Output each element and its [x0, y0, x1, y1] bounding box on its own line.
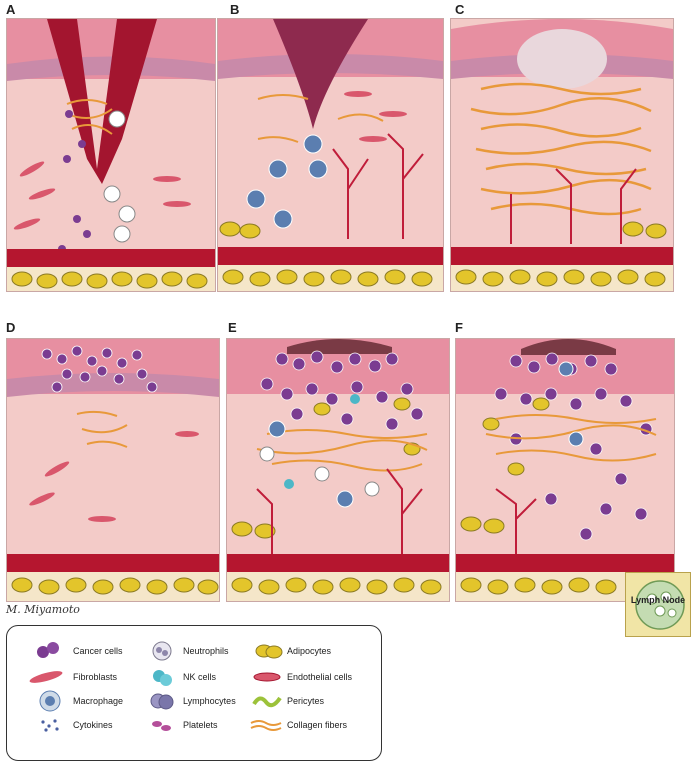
adipocytes-icon: [255, 644, 283, 659]
legend-label-pericytes: Pericytes: [287, 696, 325, 706]
pericytes-icon: [252, 696, 282, 708]
lymph-node-label: Lymph Node: [630, 595, 686, 605]
cancer-cells-icon: [37, 642, 59, 658]
platelets-icon: [152, 721, 171, 731]
lymph-node-icon: [635, 580, 685, 630]
panel-e: [226, 338, 450, 602]
fibroblasts-icon: [29, 671, 63, 683]
panel-a-label: A: [6, 2, 16, 17]
legend: Cancer cells Neutrophils Adipocytes Fibr…: [6, 625, 382, 761]
panel-c-illustration: [451, 19, 673, 291]
panel-b-illustration: [218, 19, 443, 291]
panel-e-label: E: [228, 320, 237, 335]
panel-f-illustration: [456, 339, 674, 601]
legend-label-fibroblasts: Fibroblasts: [73, 672, 118, 682]
macrophage-icon: [39, 690, 61, 712]
panel-a-illustration: [7, 19, 215, 291]
panel-f-label: F: [455, 320, 463, 335]
legend-label-endothelial-cells: Endothelial cells: [287, 672, 353, 682]
legend-label-collagen-fibers: Collagen fibers: [287, 720, 348, 730]
panel-f: [455, 338, 675, 602]
legend-label-nk-cells: NK cells: [183, 672, 217, 682]
endothelial-cells-icon: [253, 672, 281, 682]
legend-label-cancer-cells: Cancer cells: [73, 646, 123, 656]
panel-d-illustration: [7, 339, 219, 601]
artist-signature: M. Miyamoto: [6, 603, 80, 616]
panel-b: [217, 18, 444, 292]
lymphocytes-icon: [150, 693, 174, 710]
legend-label-neutrophils: Neutrophils: [183, 646, 229, 656]
legend-label-lymphocytes: Lymphocytes: [183, 696, 236, 706]
legend-label-adipocytes: Adipocytes: [287, 646, 332, 656]
legend-label-macrophage: Macrophage: [73, 696, 124, 706]
panel-d-label: D: [6, 320, 16, 335]
nk-cells-icon: [153, 670, 172, 686]
panel-d: [6, 338, 220, 602]
legend-label-cytokines: Cytokines: [73, 720, 113, 730]
neutrophils-icon: [152, 641, 172, 661]
panel-e-illustration: [227, 339, 449, 601]
lymph-node: Lymph Node: [625, 572, 691, 637]
collagen-fibers-icon: [250, 720, 282, 731]
legend-label-platelets: Platelets: [183, 720, 218, 730]
panel-a: [6, 18, 216, 292]
panel-b-label: B: [230, 2, 240, 17]
panel-c-label: C: [455, 2, 465, 17]
cytokines-icon: [41, 719, 59, 732]
panel-c: [450, 18, 674, 292]
